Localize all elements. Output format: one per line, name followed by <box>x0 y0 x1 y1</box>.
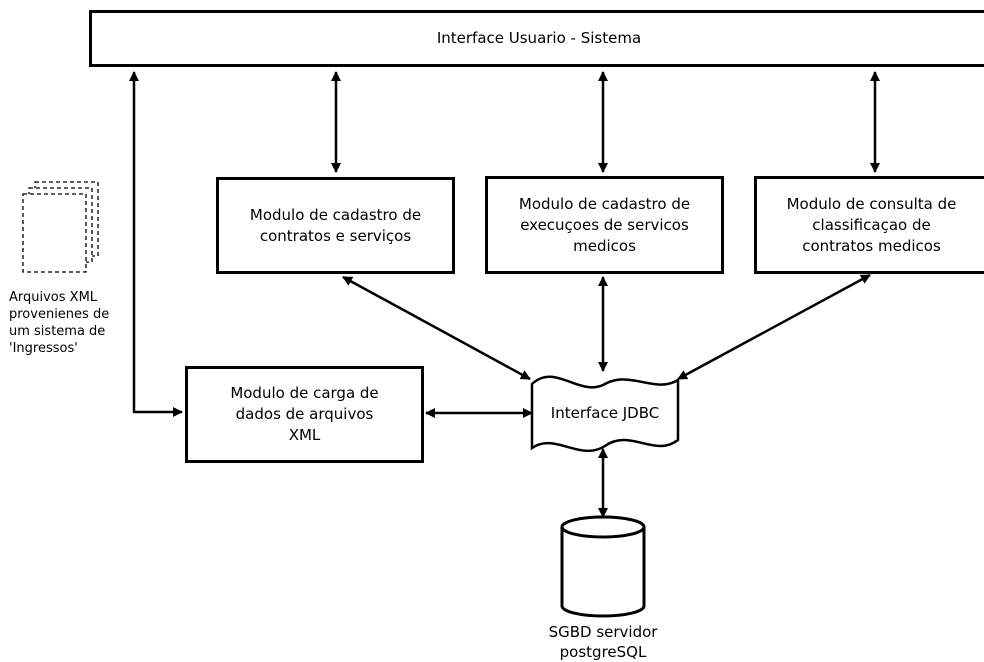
modulo-consulta-classificacao-box: Modulo de consulta de classificaçao de c… <box>754 176 984 274</box>
modulo-carga-xml-line3: XML <box>288 426 321 444</box>
modulo-cadastro-execucoes-box: Modulo de cadastro de execuçoes de servi… <box>485 176 724 274</box>
arrow-ui-carga-xml <box>129 71 183 417</box>
modulo-cadastro-contratos-line1: Modulo de cadastro de <box>249 205 422 224</box>
modulo-cadastro-contratos-line2: contratos e serviços <box>259 226 412 245</box>
xml-files-note-line2: provenienes de <box>9 307 110 322</box>
interface-jdbc-label: Interface JDBC <box>550 404 660 422</box>
sgbd-label-line1: SGBD servidor <box>548 623 658 641</box>
xml-files-note-line3: um sistema de <box>9 324 106 339</box>
modulo-cadastro-contratos-box: Modulo de cadastro de contratos e serviç… <box>216 177 455 274</box>
arrow-consulta-jdbc <box>677 273 871 381</box>
sgbd-label: SGBD servidor postgreSQL <box>533 622 673 662</box>
modulo-cadastro-execucoes-line1: Modulo de cadastro de <box>518 194 691 213</box>
xml-files-note-line4: 'Ingressos' <box>9 341 78 356</box>
modulo-carga-xml-box: Modulo de carga de dados de arquivos XML <box>185 366 424 463</box>
modulo-cadastro-execucoes-line3: medicos <box>573 236 636 255</box>
xml-files-icon <box>22 181 99 273</box>
modulo-carga-xml-line1: Modulo de carga de <box>230 384 379 402</box>
interface-usuario-sistema-bar: Interface Usuario - Sistema <box>89 10 984 67</box>
modulo-cadastro-execucoes-line2: execuçoes de servicos <box>520 215 689 234</box>
interface-usuario-sistema-label: Interface Usuario - Sistema <box>436 29 642 47</box>
modulo-consulta-classificacao-line1: Modulo de consulta de <box>786 194 957 213</box>
sgbd-label-line2: postgreSQL <box>559 643 647 661</box>
database-cylinder-icon <box>560 515 646 618</box>
modulo-carga-xml-line2: dados de arquivos <box>235 405 374 423</box>
jdbc-shape <box>530 375 680 453</box>
modulo-consulta-classificacao-line2: classificaçao de <box>812 215 931 234</box>
arrow-cadastro-contratos-jdbc <box>342 275 531 381</box>
modulo-consulta-classificacao-line3: contratos medicos <box>802 236 941 255</box>
xml-files-note: Arquivos XML provenienes de um sistema d… <box>9 289 134 357</box>
xml-files-note-line1: Arquivos XML <box>9 290 98 305</box>
